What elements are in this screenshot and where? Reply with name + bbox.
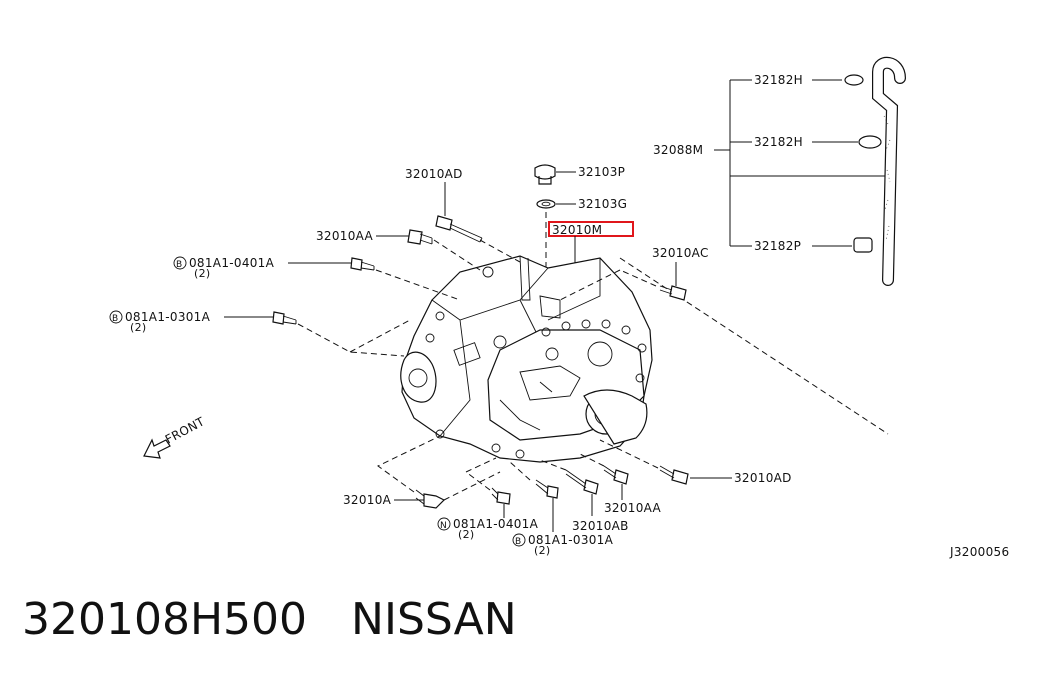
breather-hose-group: 32182H 32182H 32182P 32088M xyxy=(619,57,906,435)
bolt-0301-left xyxy=(272,311,297,325)
highlight-box-32010M[interactable] xyxy=(548,221,634,237)
label-32010AA-bottom: 32010AA xyxy=(604,501,662,515)
badge-b-bottom-letter: B xyxy=(515,537,521,547)
hose-clip xyxy=(853,237,873,253)
label-32010M[interactable]: 32010M xyxy=(552,223,602,237)
bolt-32010AC xyxy=(659,285,687,301)
label-32088M: 32088M xyxy=(653,143,703,157)
badge-b-top xyxy=(173,256,187,270)
transmission-case xyxy=(400,255,653,463)
badge-b-left-letter: B xyxy=(112,314,118,324)
plug-group: 32103P 32103G 32010M xyxy=(534,164,634,272)
front-label: FRONT xyxy=(163,414,207,446)
label-32010AC: 32010AC xyxy=(652,246,709,260)
front-arrow-icon xyxy=(143,438,171,459)
badge-b-top-letter: B xyxy=(176,260,182,270)
label-bolt-0401-top: 081A1-0401A xyxy=(189,256,275,270)
label-32010AA-top: 32010AA xyxy=(316,229,374,243)
label-32103G: 32103G xyxy=(578,197,627,211)
label-32010AD-right: 32010AD xyxy=(734,471,792,485)
hose-clamp-top xyxy=(844,74,864,86)
label-bolt-0301-bottom: 081A1-0301A xyxy=(528,533,614,547)
part-number: 320108H500 xyxy=(22,594,308,645)
badge-n-bottom-letter: N xyxy=(440,521,447,531)
badge-b-bottom xyxy=(512,533,526,547)
label-bolt-0301-left: 081A1-0301A xyxy=(125,310,211,324)
bolt-32010AB xyxy=(565,469,599,495)
label-bolt-0301-bottom-qty: (2) xyxy=(534,544,550,557)
label-32010A: 32010A xyxy=(343,493,392,507)
bolt-32010A xyxy=(415,489,446,509)
label-32182P: 32182P xyxy=(754,239,801,253)
bolt-32010AD-top xyxy=(435,215,483,243)
badge-b-left xyxy=(109,310,123,324)
label-bolt-0401-bottom-qty: (2) xyxy=(458,528,474,541)
bolt-32010AA-top xyxy=(407,229,433,245)
label-bolt-0301-left-qty: (2) xyxy=(130,321,146,334)
label-32182H-top: 32182H xyxy=(754,73,803,87)
bolt-0301-bottom xyxy=(535,479,559,499)
input-shaft-flange xyxy=(400,351,437,403)
part-title: 320108H500 NISSAN xyxy=(22,594,517,664)
front-direction-marker: FRONT xyxy=(143,414,207,459)
label-bolt-0401-top-qty: (2) xyxy=(194,267,210,280)
bolt-group-left: 32010AD 32010AA B 081A1-0401A (2) B 081A… xyxy=(109,167,521,357)
label-32182H-mid: 32182H xyxy=(754,135,803,149)
bolt-group-bottom: 32010AA 32010AB B 081A1-0301A (2) N 081A… xyxy=(343,435,662,557)
label-32103P: 32103P xyxy=(578,165,625,179)
label-32010AD-top: 32010AD xyxy=(405,167,463,181)
bolt-group-right: 32010AC 32010AD xyxy=(559,246,792,485)
bolt-0401-top xyxy=(350,257,375,271)
hose-clamp-mid xyxy=(858,135,882,149)
drain-plug xyxy=(534,164,556,185)
label-bolt-0401-bottom: 081A1-0401A xyxy=(453,517,539,531)
bolt-32010AA-bottom xyxy=(603,465,629,485)
badge-n-bottom xyxy=(437,517,451,531)
bolt-0401-bottom xyxy=(491,487,511,505)
plug-gasket xyxy=(536,199,556,209)
figure-id: J3200056 xyxy=(949,545,1009,559)
bolt-32010AD-right xyxy=(659,465,689,485)
label-32010AB: 32010AB xyxy=(572,519,629,533)
brand-name: NISSAN xyxy=(351,594,517,645)
parts-diagram: 32182H 32182H 32182P 32088M 32103P 32103… xyxy=(109,57,1009,559)
